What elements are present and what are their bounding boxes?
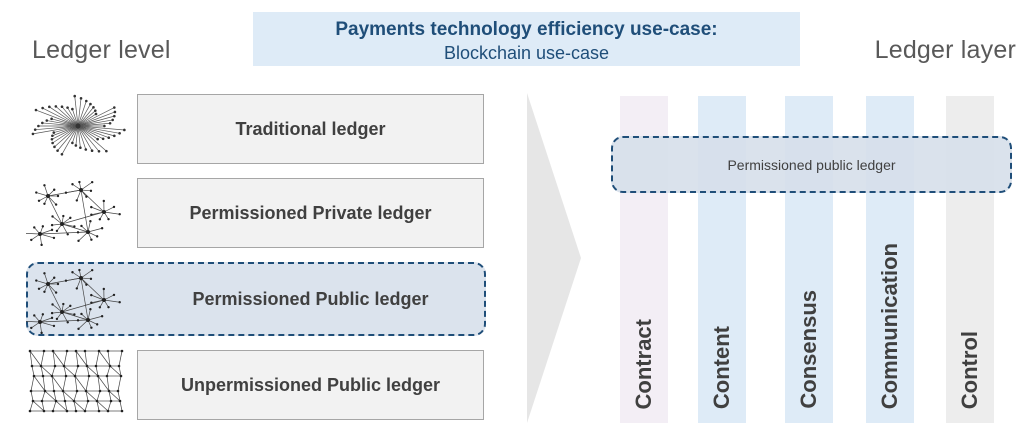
diagram-title: Payments technology efficiency use-case: bbox=[253, 18, 800, 42]
layer-label: Contract bbox=[631, 319, 657, 409]
diagram-subtitle: Blockchain use-case bbox=[253, 42, 800, 64]
layer-label: Consensus bbox=[796, 290, 822, 409]
centralized-network-icon bbox=[26, 92, 126, 162]
ledger-card: Unpermissioned Public ledger bbox=[137, 350, 484, 420]
decentralized-network-icon bbox=[26, 176, 126, 246]
permissioned-public-ledger-overlay: Permissioned public ledger bbox=[611, 136, 1012, 193]
right-heading: Ledger layer bbox=[875, 36, 1016, 65]
ledger-label: Permissioned Public ledger bbox=[192, 289, 428, 310]
ledger-row-permissioned-public: Permissioned Public ledger bbox=[22, 270, 486, 344]
layer-label: Content bbox=[709, 326, 735, 409]
left-heading: Ledger level bbox=[32, 36, 171, 65]
decentralized-network-icon bbox=[26, 264, 126, 334]
overlay-label: Permissioned public ledger bbox=[727, 157, 895, 173]
title-banner: Payments technology efficiency use-case:… bbox=[253, 12, 800, 66]
arrow-shape bbox=[527, 93, 583, 423]
layer-label: Control bbox=[957, 331, 983, 409]
ledger-row-unpermissioned-public: Unpermissioned Public ledger bbox=[22, 350, 486, 424]
ledger-label: Permissioned Private ledger bbox=[189, 203, 431, 224]
ledger-card: Traditional ledger bbox=[137, 94, 484, 164]
distributed-mesh-icon bbox=[26, 348, 126, 418]
ledger-label: Unpermissioned Public ledger bbox=[181, 375, 440, 396]
layer-label: Communication bbox=[877, 243, 903, 409]
ledger-card: Permissioned Public ledger bbox=[137, 264, 484, 334]
ledger-row-permissioned-private: Permissioned Private ledger bbox=[22, 178, 486, 252]
ledger-label: Traditional ledger bbox=[235, 119, 385, 140]
ledger-card: Permissioned Private ledger bbox=[137, 178, 484, 248]
ledger-row-traditional: Traditional ledger bbox=[22, 94, 486, 168]
